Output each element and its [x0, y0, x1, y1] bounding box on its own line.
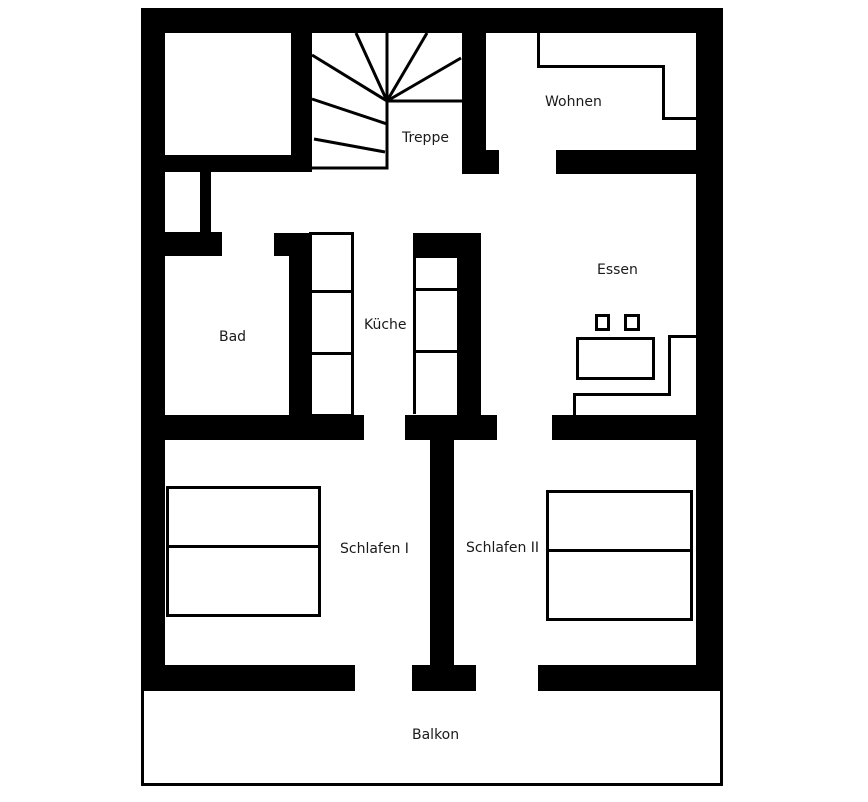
dining-chair-1 [595, 314, 610, 331]
kitchen-counter-left [309, 232, 354, 417]
room-label-schlafen-1: Schlafen I [340, 541, 409, 557]
wall-wohnen-bottom [556, 150, 723, 174]
wall-top [141, 8, 723, 33]
room-label-wohnen: Wohnen [545, 94, 602, 110]
bed-schlafen-2-divider [546, 549, 693, 552]
sofa-line-v1 [537, 33, 540, 68]
wall-kueche-right [457, 233, 481, 417]
dining-chair-2 [624, 314, 640, 331]
wall-storage-bottom [141, 155, 312, 172]
wall-left [141, 8, 165, 690]
wall-treppe-right [462, 8, 486, 174]
kitchen-counter-right-divider-1 [413, 288, 457, 291]
sideboard-line-v1 [668, 335, 671, 396]
wall-closet-bottom [141, 232, 222, 256]
sofa-line-v2 [662, 65, 665, 120]
wall-treppe-stub [462, 150, 499, 174]
wall-middle-right [552, 415, 723, 440]
wall-bedroom-divider [430, 415, 454, 690]
bed-schlafen-2 [546, 490, 693, 621]
bed-schlafen-1-divider [166, 545, 321, 548]
balkon-outline [141, 688, 723, 786]
room-label-balkon: Balkon [412, 727, 460, 743]
wall-bottom-center [412, 665, 476, 691]
sideboard-line-v2 [573, 393, 576, 415]
wall-bottom-left [141, 665, 355, 691]
wall-bottom-right [538, 665, 723, 691]
sofa-line-h1 [537, 65, 665, 68]
room-label-schlafen-2: Schlafen II [466, 540, 540, 556]
wall-closet-vertical [200, 172, 211, 234]
sofa-line-h2 [662, 117, 696, 120]
wall-middle-left [141, 415, 364, 440]
dining-table [576, 337, 655, 380]
room-label-essen: Essen [597, 262, 638, 278]
kitchen-counter-right-divider-2 [413, 350, 457, 353]
wall-right [696, 8, 723, 690]
kitchen-counter-left-divider-1 [312, 290, 352, 293]
bed-schlafen-1 [166, 486, 321, 617]
kitchen-counter-right-edge [413, 256, 416, 414]
sideboard-line-h1 [669, 335, 696, 338]
wall-bad-right [289, 233, 312, 417]
room-label-kueche: Küche [364, 317, 407, 333]
sideboard-line-h2 [573, 393, 671, 396]
wall-storage-right [291, 8, 312, 172]
room-label-bad: Bad [219, 329, 247, 345]
kitchen-counter-left-divider-2 [312, 352, 352, 355]
room-label-treppe: Treppe [402, 130, 449, 146]
